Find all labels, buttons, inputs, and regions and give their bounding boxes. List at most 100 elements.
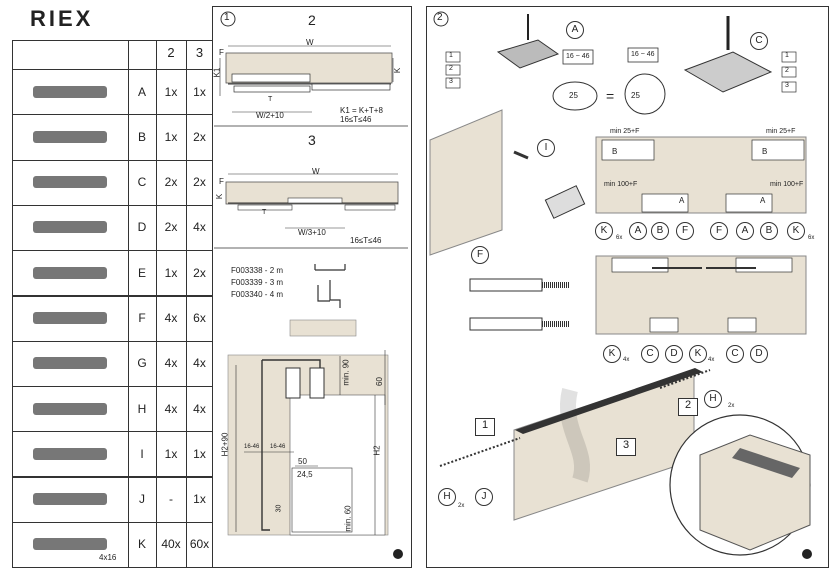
part-stopper-icon bbox=[33, 266, 107, 279]
step1-sub3-T: T bbox=[262, 209, 267, 216]
part-qty-3: 2x bbox=[193, 175, 206, 190]
step2-range-right: 16 ~ 46 bbox=[631, 51, 655, 58]
step1-sub3-title: 3 bbox=[308, 132, 316, 148]
part-letter: F bbox=[138, 311, 146, 325]
part-qty-2: 1x bbox=[164, 265, 178, 280]
callout-h: H bbox=[704, 390, 722, 408]
dim-min25-right: min 25+F bbox=[766, 128, 796, 135]
callout-f: F bbox=[676, 222, 694, 240]
count-6x-left: 6x bbox=[616, 235, 623, 241]
part-letter: A bbox=[137, 84, 146, 99]
step2-equals: = bbox=[606, 88, 615, 104]
part-letter: D bbox=[137, 220, 147, 235]
step2-range-left: 16 ~ 46 bbox=[566, 53, 590, 60]
part-qty-3: 4x bbox=[193, 401, 206, 416]
part-qty-2: 40x bbox=[161, 537, 181, 552]
part-qty-2: 1x bbox=[164, 446, 178, 461]
part-qty-3: 4x bbox=[193, 220, 206, 235]
step1-sub2-width: W/2+10 bbox=[256, 111, 284, 120]
callout-k: K bbox=[787, 222, 805, 240]
step1-sub2-F: F bbox=[219, 48, 224, 57]
part-letter: H bbox=[137, 401, 147, 416]
step1-sub2-formula: K1 = K+T+8 bbox=[340, 106, 383, 115]
checklist-right-2: 2 bbox=[785, 67, 789, 74]
profile-code-4m: F003340 - 4 m bbox=[231, 290, 284, 299]
part-letter: J bbox=[139, 492, 145, 507]
callout-k: K bbox=[603, 345, 621, 363]
count-2x-left: 2x bbox=[458, 503, 465, 509]
callout-a: A bbox=[629, 222, 647, 240]
dim-min100-left: min 100+F bbox=[604, 181, 638, 188]
part-qty-3: 60x bbox=[189, 537, 210, 552]
callout-k: K bbox=[689, 345, 707, 363]
count-4x-left: 4x bbox=[623, 357, 630, 363]
step-box-1: 1 bbox=[475, 418, 495, 436]
callout-d: D bbox=[750, 345, 768, 363]
step2-value-25-right: 25 bbox=[631, 91, 640, 100]
count-4x-right: 4x bbox=[708, 357, 715, 363]
part-letter: C bbox=[137, 175, 147, 190]
step1-sub3-width: W/3+10 bbox=[298, 228, 326, 237]
callout-b: B bbox=[651, 222, 669, 240]
step1-sub2-W: W bbox=[306, 38, 314, 47]
part-damper-icon bbox=[33, 312, 107, 324]
callout-c: C bbox=[726, 345, 744, 363]
step1-sub3-F: F bbox=[219, 177, 224, 186]
part-hanger-pair-icon bbox=[33, 85, 107, 98]
callout-c: C bbox=[641, 345, 659, 363]
callout-i: I bbox=[537, 139, 555, 157]
callout-b: B bbox=[760, 222, 778, 240]
callout-f: F bbox=[471, 246, 489, 264]
part-drill-template-icon bbox=[33, 447, 107, 460]
dim-50: 50 bbox=[298, 457, 307, 466]
label-B-right: B bbox=[762, 147, 768, 156]
step1-sub2-title: 2 bbox=[308, 12, 316, 28]
part-letter: E bbox=[137, 265, 146, 280]
part-qty-3: 1x bbox=[193, 492, 206, 507]
profile-code-3m: F003339 - 3 m bbox=[231, 278, 284, 287]
part-threaded-rod-icon bbox=[33, 493, 107, 506]
part-letter: G bbox=[137, 356, 147, 371]
part-qty-3: 4x bbox=[193, 356, 206, 371]
dim-16-46-b: 16-46 bbox=[270, 444, 286, 450]
step-box-3: 3 bbox=[616, 438, 636, 456]
part-letter: K bbox=[137, 537, 146, 552]
checklist-right-1: 1 bbox=[785, 52, 789, 59]
step2-number: 2 bbox=[437, 12, 443, 23]
part-qty-3: 2x bbox=[193, 265, 206, 280]
part-qty-3: 6x bbox=[193, 311, 206, 325]
step1-sub2-T: T bbox=[268, 96, 273, 103]
callout-j: J bbox=[475, 488, 493, 506]
dim-min25-left: min 25+F bbox=[610, 128, 640, 135]
part-qty-2: - bbox=[169, 492, 173, 507]
callout-h: H bbox=[438, 488, 456, 506]
checklist-left-3: 3 bbox=[449, 78, 453, 85]
dim-24-5: 24,5 bbox=[297, 470, 313, 479]
header-col-3: 3 bbox=[195, 45, 204, 60]
dim-16-46-a: 16-46 bbox=[244, 444, 260, 450]
step2-value-25-left: 25 bbox=[569, 91, 578, 100]
part-letter: I bbox=[140, 446, 144, 461]
dim-min100-right: min 100+F bbox=[770, 181, 804, 188]
label-A-right: A bbox=[760, 196, 766, 205]
part-qty-2: 1x bbox=[164, 84, 178, 99]
part-bracket-icon bbox=[33, 176, 107, 189]
checklist-right-3: 3 bbox=[785, 82, 789, 89]
step1-sub2-range: 16≤T≤46 bbox=[340, 115, 372, 124]
part-screw-icon bbox=[33, 538, 107, 551]
step1-sub3-W: W bbox=[312, 167, 320, 176]
label-B-left: B bbox=[612, 147, 618, 156]
part-qty-3: 1x bbox=[193, 84, 206, 99]
count-2x-right: 2x bbox=[728, 403, 735, 409]
header-col-2: 2 bbox=[167, 45, 175, 60]
part-screw-pin-icon bbox=[33, 402, 107, 415]
part-qty-2: 4x bbox=[164, 356, 178, 371]
profile-code-2m: F003338 - 2 m bbox=[231, 266, 284, 275]
part-qty-3: 2x bbox=[193, 129, 206, 144]
part-letter: B bbox=[137, 129, 146, 144]
step1-number: 1 bbox=[224, 12, 230, 23]
part-qty-2: 1x bbox=[164, 129, 178, 144]
